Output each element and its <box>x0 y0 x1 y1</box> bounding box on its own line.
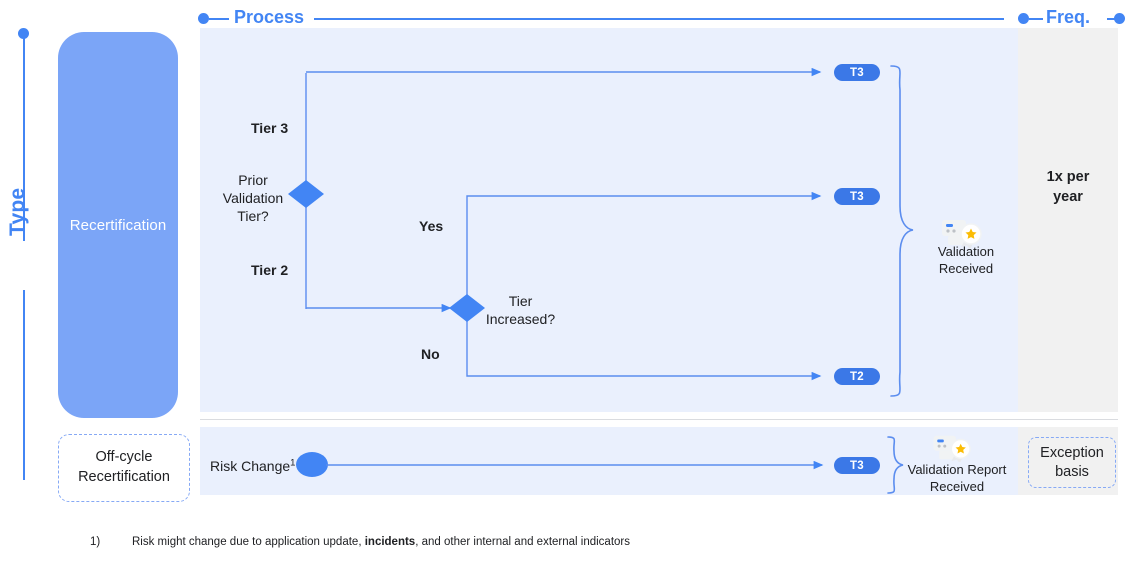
decision2-line1: Tier <box>508 293 533 309</box>
validation-report-received-icon-wrap <box>928 432 984 467</box>
freq-axis-line-right <box>1107 17 1115 20</box>
badge-tier-t3-top[interactable]: T3 <box>834 64 880 81</box>
process-panel-offcycle <box>200 427 1018 495</box>
type-axis-line-upper <box>22 36 25 241</box>
branch-label-tier3: Tier 3 <box>251 120 289 136</box>
freq-axis-label: Freq. <box>1046 7 1091 27</box>
branch-label-tier2: Tier 2 <box>251 262 289 278</box>
card-off-cycle-label-line2: Recertification <box>78 469 170 485</box>
footnote-text-after: , and other internal and external indica… <box>415 536 631 548</box>
card-exception-basis[interactable]: Exception basis <box>1028 437 1116 488</box>
outcome-bottom-line2: Received <box>929 479 985 495</box>
freq-panel-recertification <box>1018 28 1118 412</box>
footnote-text-bold: incidents <box>364 536 416 548</box>
type-axis-label: Type <box>6 187 29 236</box>
exception-label-line2: basis <box>1055 463 1089 480</box>
process-axis-line-right <box>314 17 1004 20</box>
panel-divider-freq <box>1018 419 1118 420</box>
validation-received-icon-wrap <box>938 216 994 253</box>
freq-value-recertification: 1x per year <box>1018 168 1118 207</box>
card-exception-basis-label: Exception basis <box>1040 444 1104 482</box>
outcome-top-line1: Validation <box>937 244 995 259</box>
process-panel-recertification <box>200 28 1018 412</box>
footnote-marker: 1) <box>90 536 101 548</box>
card-off-cycle-recertification[interactable]: Off-cycle Recertification <box>58 434 190 502</box>
start-node-risk-change[interactable] <box>296 452 328 477</box>
start-node-label-text: Risk Change <box>210 458 291 474</box>
footnote-text: Risk might change due to application upd… <box>132 536 630 548</box>
start-node-superscript: 1 <box>290 457 296 469</box>
outcome-top-line2: Received <box>938 261 994 277</box>
footnote-text-before: Risk might change due to application upd… <box>132 536 365 548</box>
decision1-line1: Prior <box>238 172 268 188</box>
freq-axis-start-dot <box>1018 13 1029 24</box>
decision1-line3: Tier? <box>237 208 269 225</box>
freq-axis-line-left <box>1029 17 1043 20</box>
freq-value-line1: 1x per <box>1046 169 1090 185</box>
decision-prior-validation-tier-label: Prior Validation Tier? <box>222 171 284 226</box>
type-axis-start-dot <box>18 28 29 39</box>
type-axis-line-lower <box>22 290 25 480</box>
card-off-cycle-label-line1: Off-cycle <box>95 449 153 466</box>
process-axis-label: Process <box>234 7 305 27</box>
card-off-cycle-label: Off-cycle Recertification <box>78 448 170 487</box>
badge-tier-t2-bottom[interactable]: T2 <box>834 368 880 385</box>
freq-value-line2: year <box>1053 188 1083 205</box>
decision2-line2: Increased? <box>485 311 556 328</box>
decision-tier-increased-label: Tier Increased? <box>478 292 563 328</box>
branch-label-yes: Yes <box>419 218 444 234</box>
card-recertification-label: Recertification <box>69 216 167 234</box>
process-axis-start-dot <box>198 13 209 24</box>
freq-axis-end-dot <box>1114 13 1125 24</box>
start-node-label: Risk Change1 <box>210 457 295 475</box>
card-recertification[interactable]: Recertification <box>58 32 178 418</box>
award-badge-report-icon <box>933 435 971 464</box>
award-badge-icon <box>942 220 982 250</box>
branch-label-no: No <box>421 346 440 362</box>
badge-tier-t3-offcycle[interactable]: T3 <box>834 457 880 474</box>
outcome-bottom-line1: Validation Report <box>907 462 1007 477</box>
outcome-validation-report-received-label: Validation Report Received <box>896 461 1018 495</box>
exception-label-line1: Exception <box>1040 444 1104 461</box>
panel-divider-process <box>200 419 1018 420</box>
outcome-validation-received-label: Validation Received <box>916 243 1016 277</box>
badge-tier-t3-middle[interactable]: T3 <box>834 188 880 205</box>
process-axis-line-left <box>209 17 229 20</box>
decision1-line2: Validation <box>222 190 284 207</box>
